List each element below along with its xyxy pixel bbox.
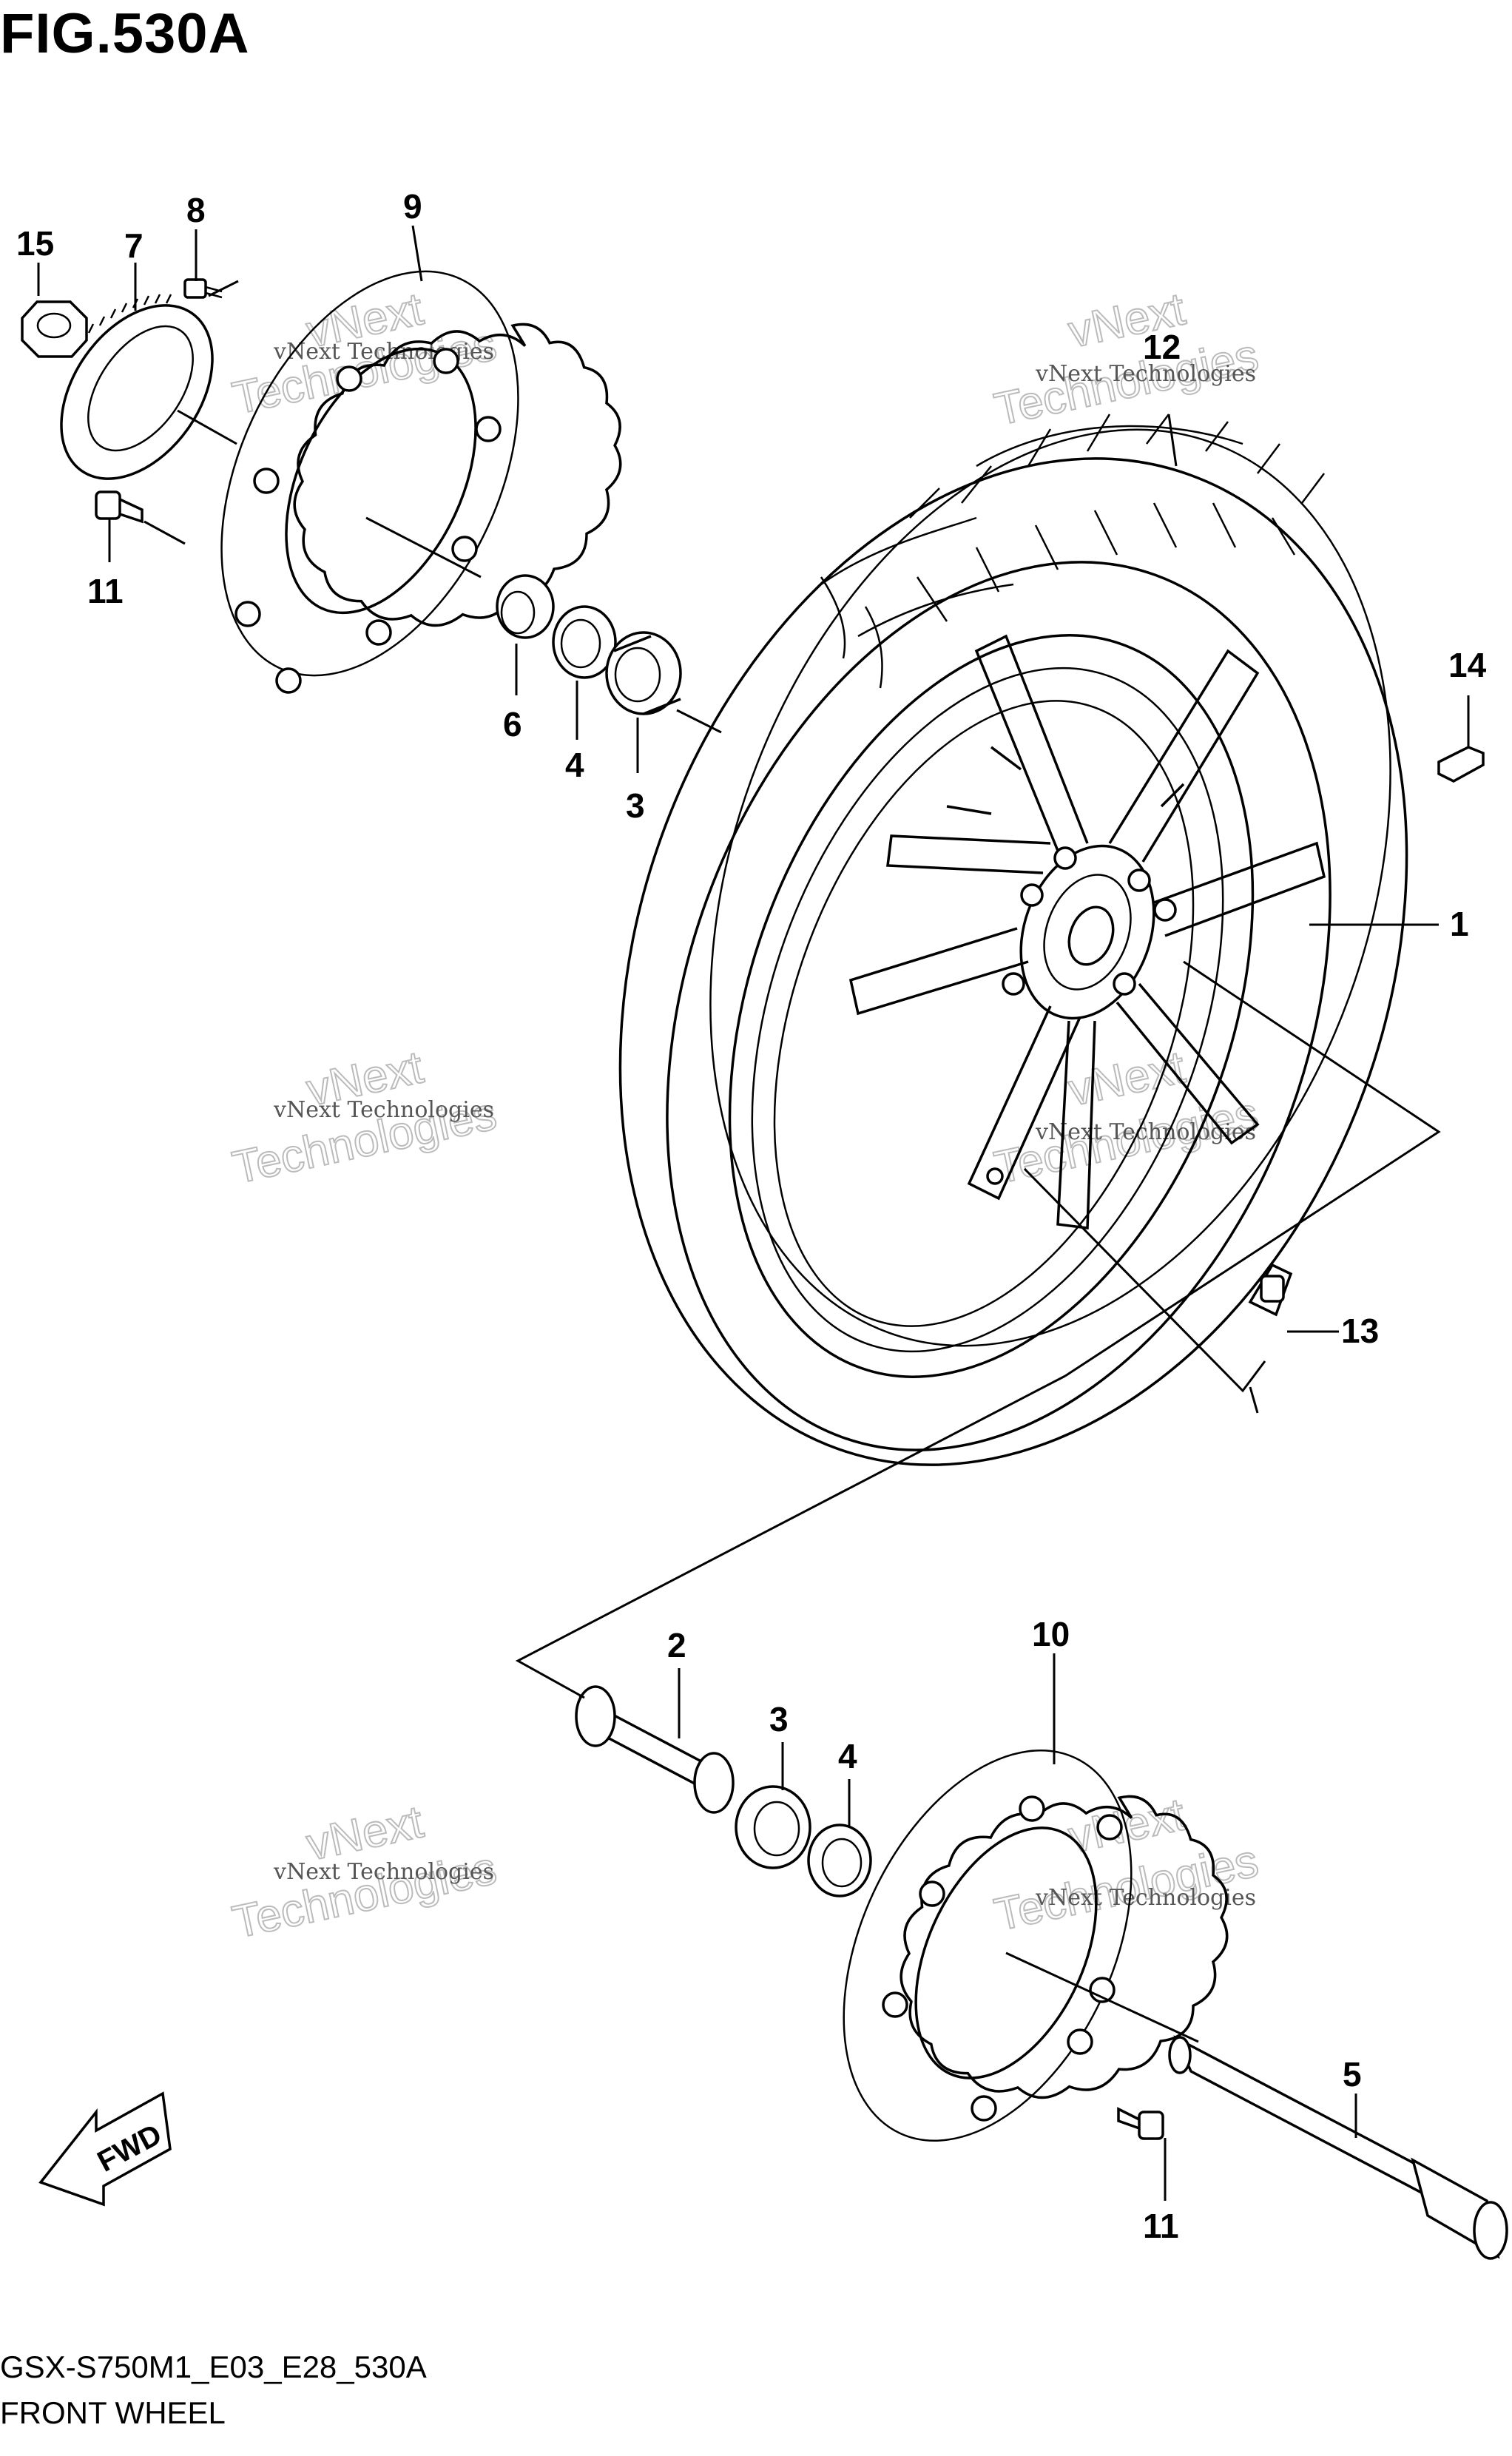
assembly-name: FRONT WHEEL: [0, 2395, 226, 2430]
brake-disc-left: [220, 270, 622, 694]
disc-rivet: [1089, 1977, 1116, 2003]
callout-11-bottom: 11: [1143, 2207, 1179, 2245]
disc-rivet: [433, 348, 459, 374]
tire-sidewall: [666, 561, 1332, 1451]
callout-11-top: 11: [87, 572, 124, 610]
rim-lip: [773, 700, 1195, 1327]
disc-inner-ring: [220, 270, 519, 677]
callout-3-bottom: 3: [769, 1700, 789, 1738]
part-7-sensor-rotor: [60, 294, 214, 480]
disc-rivet: [1067, 2028, 1093, 2055]
part-6-collar: [496, 574, 555, 639]
fwd-direction-arrow: FWD: [38, 2091, 172, 2207]
disc-rivet: [234, 601, 261, 627]
wheel-hub: [1002, 844, 1177, 1020]
watermark-top-right: Technologies vNext vNext Technologies: [990, 283, 1263, 436]
leader-lines: [37, 225, 1470, 2201]
figure-title: FIG.530A: [0, 2, 250, 65]
callout-6: 6: [503, 705, 522, 743]
part-4-oil-seal-top: [552, 605, 617, 679]
disc-rivet: [882, 1991, 908, 2018]
disc-rivet: [365, 619, 392, 646]
callout-3-top: 3: [626, 786, 645, 825]
rim-outer: [728, 634, 1255, 1378]
wheel-spokes: [848, 634, 1326, 1229]
part-4-oil-seal-bottom: [807, 1824, 872, 1897]
watermark-mid-left: Technologies vNext vNext Technologies: [228, 1041, 502, 1194]
disc-rivet: [336, 365, 362, 392]
callout-5: 5: [1343, 2055, 1362, 2094]
part-15-nut: [21, 300, 88, 358]
watermark-text: vNext Technologies: [273, 1859, 494, 1885]
callout-14: 14: [1448, 646, 1487, 684]
disc-rivet: [1019, 1795, 1045, 1822]
callout-labels: 15 7 8 9 11 6 4 3 12 14 1 13 2 3 4 10 5 …: [16, 187, 1487, 2245]
watermarks: Technologies vNext vNext Technologies Te…: [228, 283, 1263, 1949]
rim-inner: [751, 667, 1224, 1353]
part-11-bolt-bottom: [1117, 2107, 1164, 2140]
watermark-text: vNext Technologies: [1035, 361, 1256, 387]
valve-hole: [986, 1167, 1004, 1185]
watermark-text: vNext Technologies: [273, 339, 494, 365]
watermark-low-left: Technologies vNext vNext Technologies: [228, 1795, 502, 1949]
disc-rivet: [275, 667, 302, 694]
tire-tread-edge: [709, 428, 1391, 1347]
callout-13: 13: [1341, 1312, 1379, 1350]
tire-tread-pattern: [820, 414, 1325, 689]
part-8-screw: [183, 278, 223, 299]
callout-4-bottom: 4: [838, 1737, 857, 1775]
part-11-bolt-top: [95, 490, 144, 524]
watermark-text: vNext Technologies: [1035, 1885, 1256, 1911]
disc-wave-outline: [900, 1795, 1229, 2099]
watermark-text: vNext Technologies: [1035, 1119, 1256, 1145]
wheel-assembly: [618, 414, 1408, 1466]
watermark-top-left: Technologies vNext vNext Technologies: [228, 283, 502, 425]
callout-2: 2: [667, 1626, 686, 1664]
brake-disc-right: [843, 1750, 1229, 2142]
tire-outer-outline: [618, 457, 1408, 1466]
callout-12: 12: [1143, 328, 1181, 366]
callout-15: 15: [16, 224, 54, 263]
disc-rivet: [475, 416, 502, 442]
callout-4-top: 4: [565, 746, 584, 784]
callout-9: 9: [403, 187, 422, 226]
part-14-balance-weight: [1437, 746, 1485, 783]
watermark-mid-right: Technologies vNext vNext Technologies: [990, 1041, 1263, 1194]
model-code: GSX-S750M1_E03_E28_530A: [0, 2349, 427, 2384]
disc-rivet: [1096, 1814, 1123, 1841]
part-13-air-valve: [1248, 1263, 1293, 1317]
callout-8: 8: [186, 191, 206, 229]
part-5-front-axle: [1168, 2035, 1508, 2260]
callout-1: 1: [1450, 905, 1469, 943]
disc-rivet: [451, 536, 478, 562]
part-3-bearing-top: [605, 631, 682, 715]
disc-rivet: [253, 468, 280, 494]
part-2-spacer: [575, 1685, 735, 1814]
part-3-bearing-bottom: [735, 1785, 811, 1869]
callout-10: 10: [1032, 1615, 1070, 1653]
callout-7: 7: [124, 226, 144, 265]
disc-rivet: [971, 2095, 997, 2122]
watermark-text: vNext Technologies: [273, 1097, 494, 1123]
disc-rivet: [919, 1880, 945, 1907]
